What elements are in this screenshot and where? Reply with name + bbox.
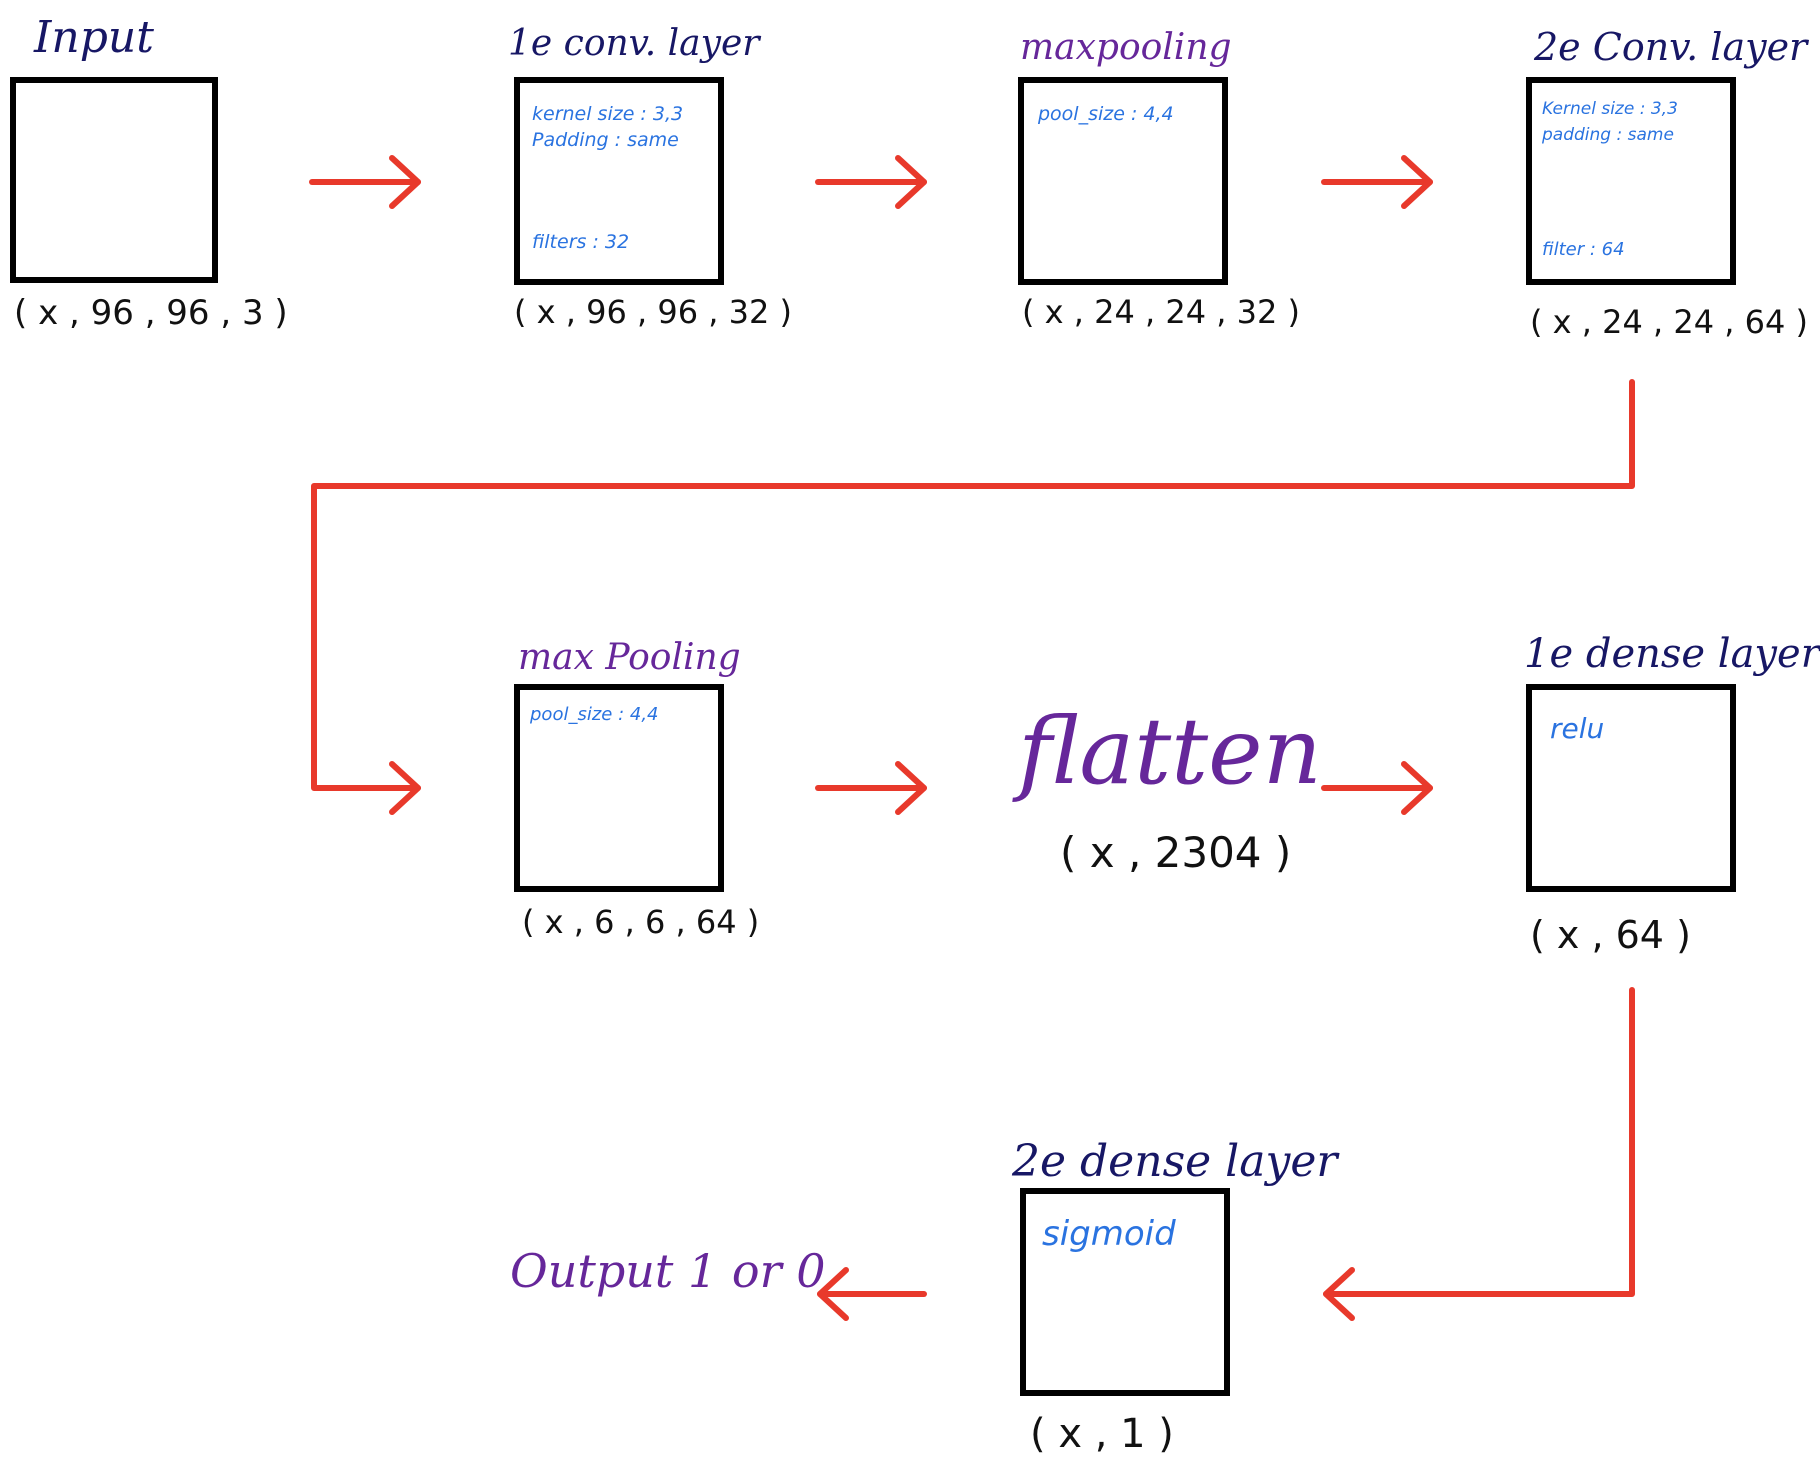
layer-box: sigmoid [1020, 1188, 1230, 1396]
output-shape: ( x , 96 , 96 , 3 ) [14, 293, 288, 333]
cnn-architecture-diagram: Input ( x , 96 , 96 , 3 ) 1e conv. layer… [10, 12, 1820, 1457]
node-title: 2e dense layer [1012, 1136, 1338, 1187]
arrow-dense1-to-dense2 [1323, 987, 1635, 1297]
node-title: 1e dense layer [1524, 631, 1820, 677]
output-shape: ( x , 96 , 96 , 32 ) [514, 293, 792, 331]
node-title: 1e conv. layer [508, 23, 760, 64]
param-filters: filters : 32 [532, 231, 630, 253]
arrow-conv2-to-maxpool2 [311, 379, 1635, 791]
output-label: Output 1 or 0 [510, 1244, 826, 1298]
param-filters: filter : 64 [1542, 239, 1625, 260]
param-padding: Padding : same [532, 129, 679, 151]
node-title: 2e Conv. layer [1534, 25, 1808, 69]
layer-box [10, 77, 218, 283]
arrow-flatten-to-dense1-head [1401, 761, 1433, 815]
arrow-conv2-to-maxpool2-head [389, 761, 421, 815]
node-title: flatten [1018, 698, 1322, 805]
node-title: Input [34, 12, 154, 63]
layer-box: relu [1526, 684, 1736, 892]
arrow-input-to-conv1-head [389, 155, 421, 209]
output-shape: ( x , 6 , 6 , 64 ) [522, 903, 760, 941]
param-kernel-size: Kernel size : 3,3 [1542, 99, 1678, 119]
layer-box: Kernel size : 3,3 padding : same filter … [1526, 77, 1736, 285]
param-activation: sigmoid [1042, 1214, 1176, 1254]
layer-box: pool_size : 4,4 [514, 684, 724, 892]
output-shape: ( x , 24 , 24 , 64 ) [1530, 303, 1808, 341]
arrow-dense1-to-dense2-head [1323, 1267, 1355, 1321]
param-activation: relu [1550, 712, 1605, 745]
arrow-maxpool2-to-flatten-head [895, 761, 927, 815]
param-kernel-size: kernel size : 3,3 [532, 103, 684, 125]
param-padding: padding : same [1542, 125, 1674, 145]
output-shape: ( x , 1 ) [1030, 1411, 1174, 1457]
arrow-conv1-to-maxpool1-head [895, 155, 927, 209]
output-shape: ( x , 64 ) [1530, 913, 1691, 957]
output-shape: ( x , 24 , 24 , 32 ) [1022, 293, 1300, 331]
node-title: maxpooling [1020, 27, 1232, 68]
output-shape: ( x , 2304 ) [1060, 828, 1292, 877]
param-pool-size: pool_size : 4,4 [530, 704, 659, 725]
node-title: max Pooling [518, 637, 741, 678]
layer-box: pool_size : 4,4 [1018, 77, 1228, 285]
arrow-dense2-to-output-head [817, 1267, 849, 1321]
connector-layer [309, 155, 1635, 1321]
param-pool-size: pool_size : 4,4 [1038, 103, 1174, 125]
layer-box: kernel size : 3,3 Padding : same filters… [514, 77, 724, 285]
arrow-maxpool1-to-conv2-head [1401, 155, 1433, 209]
